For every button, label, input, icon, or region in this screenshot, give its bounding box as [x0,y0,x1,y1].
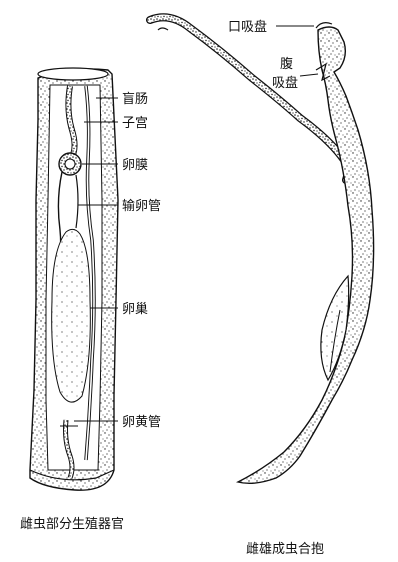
ovary [52,229,91,402]
female-reproductive-section: 盲肠 子宫 卵膜 输卵管 卵巢 卵黄管 雌虫部分生殖器官 [20,68,161,532]
label-ventral-sucker-1: 腹 [280,56,293,72]
paired-adults: 口吸盘 腹 吸盘 雌雄成虫合抱 [150,17,374,557]
caption-paired-adults: 雌雄成虫合抱 [246,541,324,557]
caption-female-section: 雌虫部分生殖器官 [20,516,124,532]
label-oral-sucker: 口吸盘 [228,19,267,35]
label-cecum: 盲肠 [122,91,148,107]
label-oviduct: 输卵管 [122,198,161,214]
label-ovary: 卵巢 [122,302,148,317]
label-vitelline-duct: 卵黄管 [122,415,161,430]
body-top-opening [38,68,108,80]
label-ventral-sucker-2: 吸盘 [272,75,298,91]
male-worm [238,27,374,483]
label-uterus: 子宫 [122,116,148,131]
label-ootype: 卵膜 [122,158,148,173]
